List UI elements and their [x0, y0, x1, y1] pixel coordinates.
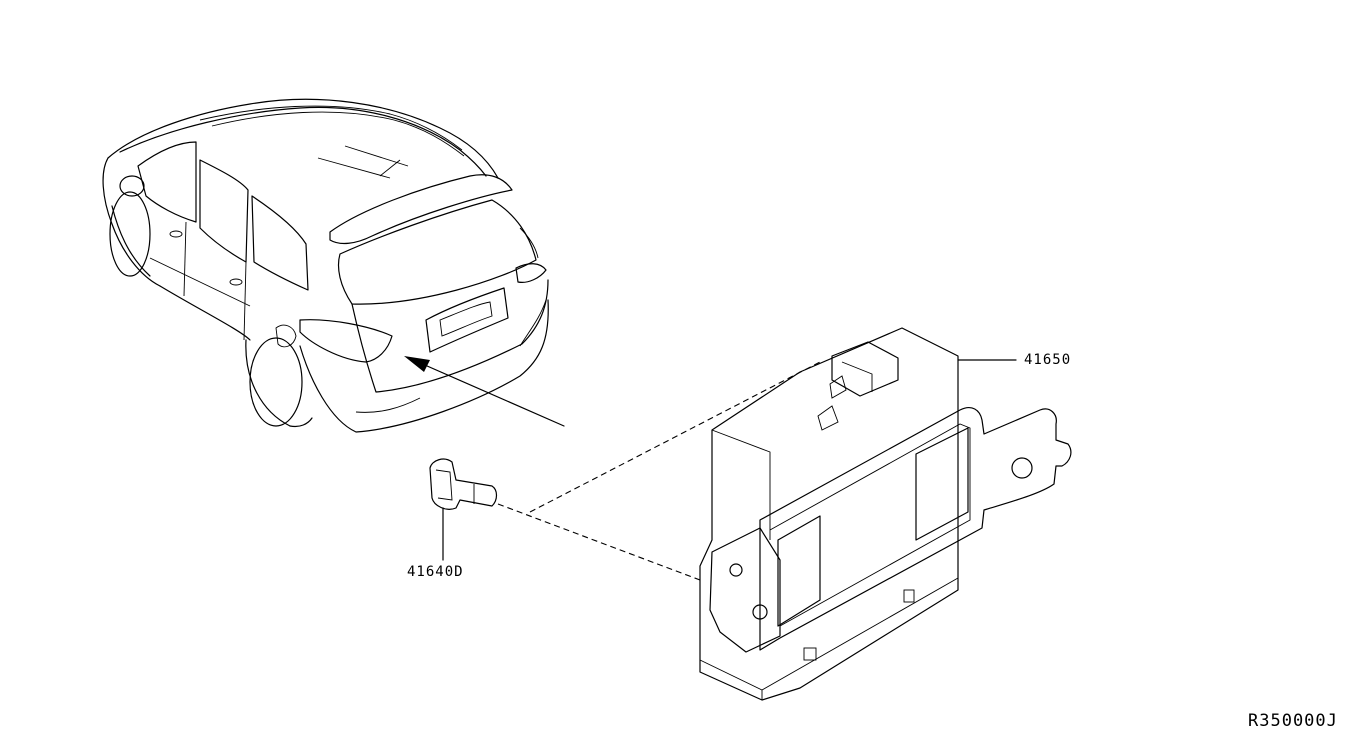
control-module-41650: [699, 327, 1072, 701]
bolt-41640d: [429, 458, 498, 510]
location-arrow: [404, 356, 565, 427]
vehicle-illustration: [102, 98, 549, 433]
alignment-lines: [497, 361, 821, 581]
part-label-41650: 41650: [1024, 352, 1072, 368]
part-label-41640d: 41640D: [407, 564, 464, 580]
reference-code: R350000J: [1248, 711, 1338, 731]
